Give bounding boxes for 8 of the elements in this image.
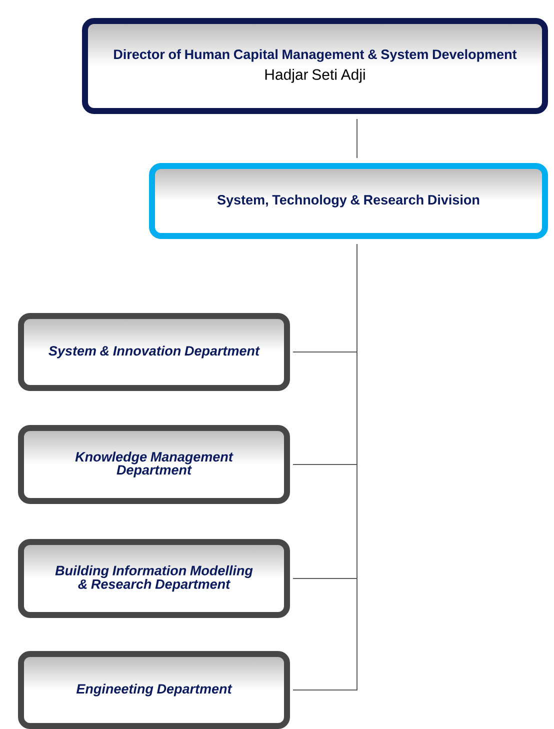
connector-line <box>292 244 358 690</box>
connector-line <box>356 118 358 158</box>
org-box: System & Innovation Department <box>18 313 290 391</box>
org-box: Knowledge Management Department <box>18 425 290 504</box>
org-box: System, Technology & Research Division <box>149 163 548 239</box>
org-box: Director of Human Capital Management & System Development Hadjar Seti Adji <box>82 18 548 114</box>
org-box: Engineeting Department <box>18 651 290 729</box>
org-box: Building Information Modelling & Research Department <box>18 539 290 618</box>
